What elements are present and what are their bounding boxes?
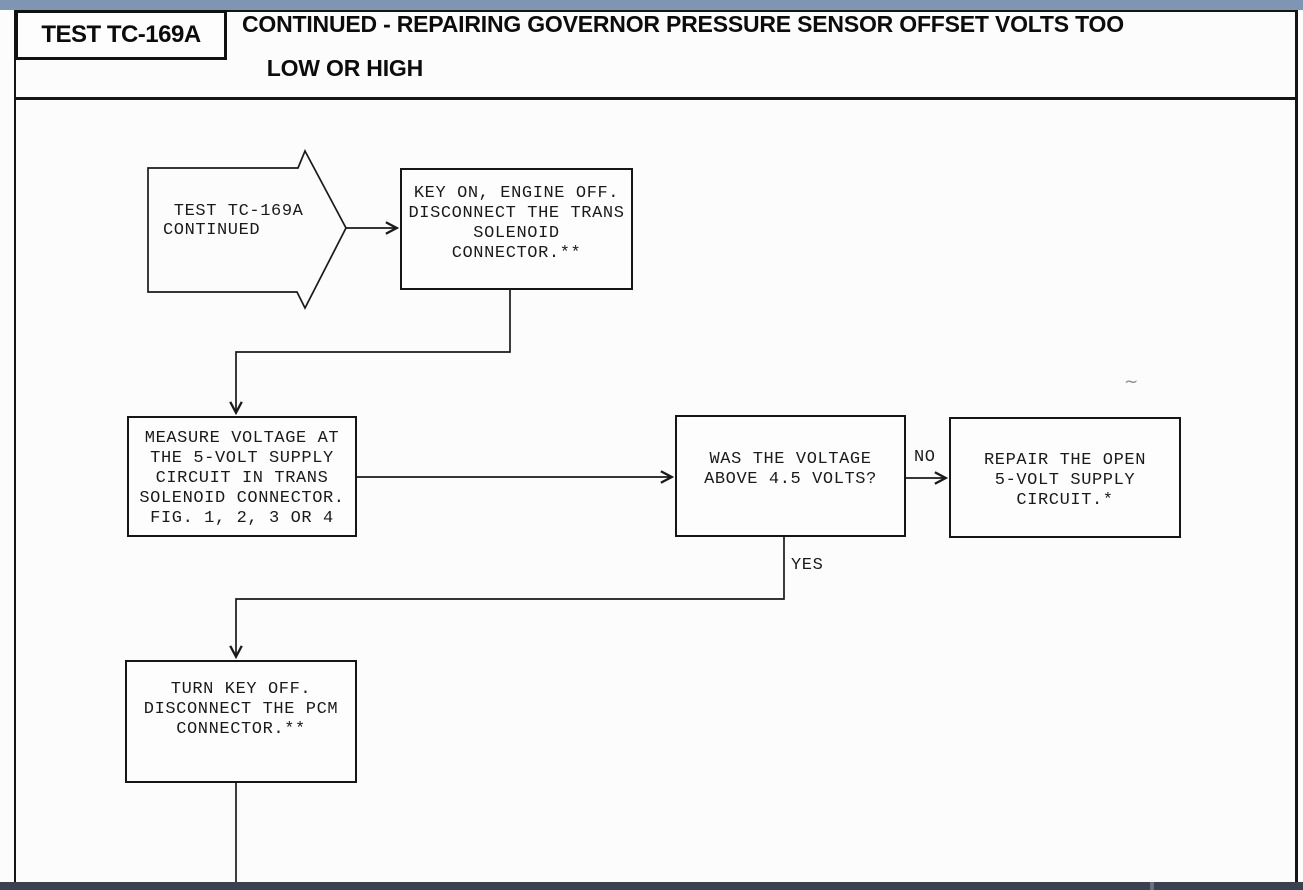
connector-yes-to-turnkey xyxy=(236,537,785,656)
node-test-continued: TEST TC-169A CONTINUED xyxy=(163,202,304,240)
page-title-line1: CONTINUED - REPAIRING GOVERNOR PRESSURE … xyxy=(242,11,1124,37)
page-border-left xyxy=(14,10,16,882)
node-was-voltage-above: WAS THE VOLTAGE ABOVE 4.5 VOLTS? xyxy=(675,415,906,537)
page-border-top xyxy=(14,10,1298,12)
header-divider-rule xyxy=(14,97,1298,100)
window-bottom-bar xyxy=(0,882,1303,890)
node-turn-key-off: TURN KEY OFF. DISCONNECT THE PCM CONNECT… xyxy=(125,660,357,783)
branch-label-no: NO xyxy=(914,448,936,467)
scan-artifact-mark: ~ xyxy=(1124,372,1139,392)
continuation-arrow-shape xyxy=(147,149,347,310)
node-measure-voltage: MEASURE VOLTAGE AT THE 5-VOLT SUPPLY CIR… xyxy=(127,416,357,537)
node-key-on-engine-off: KEY ON, ENGINE OFF. DISCONNECT THE TRANS… xyxy=(400,168,633,290)
test-id-box: TEST TC-169A xyxy=(15,10,227,60)
connector-keyon-to-measure xyxy=(236,290,511,412)
page-title-line2: LOW OR HIGH xyxy=(266,55,423,81)
page-title: CONTINUED - REPAIRING GOVERNOR PRESSURE … xyxy=(242,13,1262,101)
bottom-bar-notch xyxy=(1150,882,1154,890)
test-id-label: TEST TC-169A xyxy=(41,21,201,48)
window-top-bar xyxy=(0,0,1303,10)
node-repair-open-circuit: REPAIR THE OPEN 5-VOLT SUPPLY CIRCUIT.* xyxy=(949,417,1181,538)
branch-label-yes: YES xyxy=(791,556,824,575)
page-border-right xyxy=(1295,10,1298,882)
